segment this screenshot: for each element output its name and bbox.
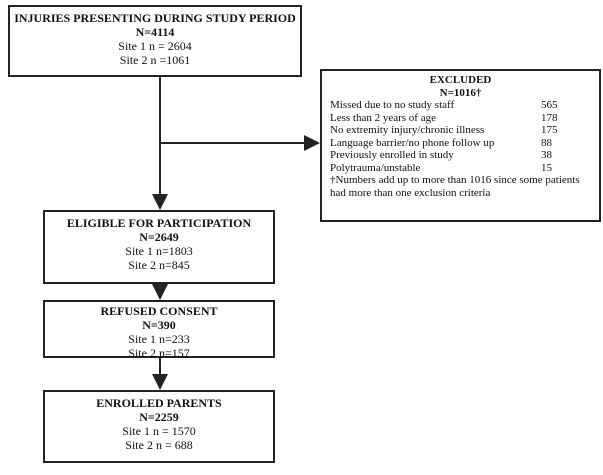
excluded-box: EXCLUDED N=1016† Missed due to no study … — [320, 69, 601, 222]
excluded-row: Missed due to no study staff 565 — [330, 99, 591, 112]
injuries-title: INJURIES PRESENTING DURING STUDY PERIOD — [14, 11, 296, 25]
refused-site2: Site 2 n=157 — [128, 346, 190, 360]
excluded-row: No extremity injury/chronic illness 175 — [330, 124, 591, 137]
excluded-row: Language barrier/no phone follow up 88 — [330, 137, 591, 150]
refused-title: REFUSED CONSENT — [100, 304, 218, 318]
excluded-row-value: 565 — [541, 99, 558, 111]
injuries-site1: Site 1 n = 2604 — [118, 39, 192, 53]
enrolled-site1: Site 1 n = 1570 — [122, 424, 196, 438]
excluded-row-label: No extremity injury/chronic illness — [330, 124, 485, 136]
injuries-site2: Site 2 n =1061 — [119, 53, 191, 67]
refused-box: REFUSED CONSENT N=390 Site 1 n=233 Site … — [43, 300, 275, 360]
excluded-row: Less than 2 years of age 178 — [330, 112, 591, 125]
injuries-box: INJURIES PRESENTING DURING STUDY PERIOD … — [8, 5, 302, 77]
excluded-row-label: Previously enrolled in study — [330, 149, 454, 161]
excluded-row-value: 178 — [541, 111, 558, 124]
eligible-total: N=2649 — [139, 230, 179, 244]
excluded-row-value: 15 — [541, 161, 552, 174]
enrolled-site2: Site 2 n = 688 — [125, 438, 193, 452]
eligible-site2: Site 2 n=845 — [128, 258, 190, 272]
excluded-row-value: 88 — [541, 136, 552, 149]
excluded-row: Polytrauma/unstable 15 — [330, 162, 591, 175]
excluded-row-label: Missed due to no study staff — [330, 99, 455, 111]
excluded-row-label: Language barrier/no phone follow up — [330, 136, 495, 149]
injuries-total: N=4114 — [135, 25, 175, 39]
excluded-title: EXCLUDED — [429, 74, 492, 86]
excluded-row: Previously enrolled in study 38 — [330, 149, 591, 162]
refused-site1: Site 1 n=233 — [128, 332, 190, 346]
excluded-row-label: Polytrauma/unstable — [330, 161, 421, 174]
enrolled-total: N=2259 — [139, 410, 179, 424]
excluded-row-label: Less than 2 years of age — [330, 111, 436, 124]
eligible-title: ELIGIBLE FOR PARTICIPATION — [66, 216, 252, 230]
enrolled-title: ENROLLED PARENTS — [96, 396, 222, 410]
excluded-footnote: †Numbers add up to more than 1016 since … — [330, 174, 580, 199]
enrolled-box: ENROLLED PARENTS N=2259 Site 1 n = 1570 … — [43, 390, 275, 463]
excluded-row-value: 175 — [541, 124, 558, 136]
eligible-box: ELIGIBLE FOR PARTICIPATION N=2649 Site 1… — [43, 210, 275, 284]
refused-total: N=390 — [142, 318, 176, 332]
eligible-site1: Site 1 n=1803 — [125, 244, 193, 258]
excluded-row-value: 38 — [541, 149, 552, 161]
excluded-total: N=1016† — [439, 86, 482, 99]
